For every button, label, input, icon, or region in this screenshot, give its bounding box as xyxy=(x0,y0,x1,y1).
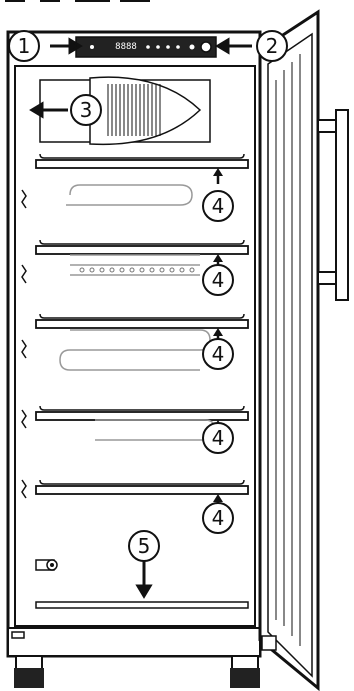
callout-3-circle xyxy=(70,94,102,126)
callout-1-label: 1 xyxy=(18,34,31,58)
bottom-wire-shelf xyxy=(35,601,249,609)
arrow-2-head xyxy=(215,37,230,55)
callout-4e-label: 4 xyxy=(212,506,225,530)
callout-5: 5 xyxy=(128,530,160,562)
callout-1: 1 xyxy=(8,30,40,62)
sensor-port xyxy=(35,559,58,571)
shelf-lip-3 xyxy=(39,313,245,319)
shelf-arrow-head-5 xyxy=(213,494,223,502)
callout-4b: 4 xyxy=(202,264,234,296)
lock-icon xyxy=(200,41,212,53)
control-buttons xyxy=(90,44,195,50)
callout-4c-circle xyxy=(202,338,234,370)
callout-3: 3 xyxy=(70,94,102,126)
arrows xyxy=(29,37,252,599)
shelf-arrow-head-2 xyxy=(213,254,223,262)
callout-4c: 4 xyxy=(202,338,234,370)
callout-2-label: 2 xyxy=(266,34,279,58)
plinth xyxy=(7,627,261,657)
callout-2-circle xyxy=(256,30,288,62)
shelf-5 xyxy=(35,485,249,495)
arrow-3-head xyxy=(29,101,44,119)
callout-4a-label: 4 xyxy=(212,194,225,218)
callout-layer: 1 2 3 4 4 4 4 4 5 xyxy=(8,30,288,562)
plinth-latch xyxy=(11,631,25,639)
coil-dots xyxy=(79,267,195,273)
arrow-1-head xyxy=(68,37,83,55)
callout-4a: 4 xyxy=(202,190,234,222)
air-circulation-unit xyxy=(39,76,211,146)
shelf-3 xyxy=(35,319,249,329)
callout-4a-circle xyxy=(202,190,234,222)
left-rail-marks xyxy=(21,189,27,499)
callout-4b-label: 4 xyxy=(212,268,225,292)
callout-4d-circle xyxy=(202,422,234,454)
callout-5-label: 5 xyxy=(138,534,151,558)
shelf-group xyxy=(35,153,249,495)
callout-4e-circle xyxy=(202,502,234,534)
callout-3-label: 3 xyxy=(80,98,93,122)
shelf-lip-1 xyxy=(39,153,245,159)
callout-4e: 4 xyxy=(202,502,234,534)
shelf-4 xyxy=(35,411,249,421)
door-hinges xyxy=(261,635,277,651)
door-handle xyxy=(317,109,349,301)
callout-5-circle xyxy=(128,530,160,562)
shelf-1 xyxy=(35,159,249,169)
shelf-lip-4 xyxy=(39,405,245,411)
shelf-arrow-head-1 xyxy=(213,168,223,176)
shelf-arrow-head-3 xyxy=(213,328,223,336)
callout-4b-circle xyxy=(202,264,234,296)
shelf-2 xyxy=(35,245,249,255)
shelf-lip-5 xyxy=(39,479,245,485)
arrow-5-head xyxy=(135,584,153,599)
shelf-lip-2 xyxy=(39,239,245,245)
callout-4c-label: 4 xyxy=(212,342,225,366)
feet xyxy=(14,655,260,688)
callout-4d-label: 4 xyxy=(212,426,225,450)
top-margin xyxy=(0,0,354,22)
control-panel xyxy=(75,36,217,58)
callout-4d: 4 xyxy=(202,422,234,454)
display-readout: 8888 xyxy=(115,42,137,52)
door xyxy=(258,9,320,691)
callout-2: 2 xyxy=(256,30,288,62)
callout-1-circle xyxy=(8,30,40,62)
